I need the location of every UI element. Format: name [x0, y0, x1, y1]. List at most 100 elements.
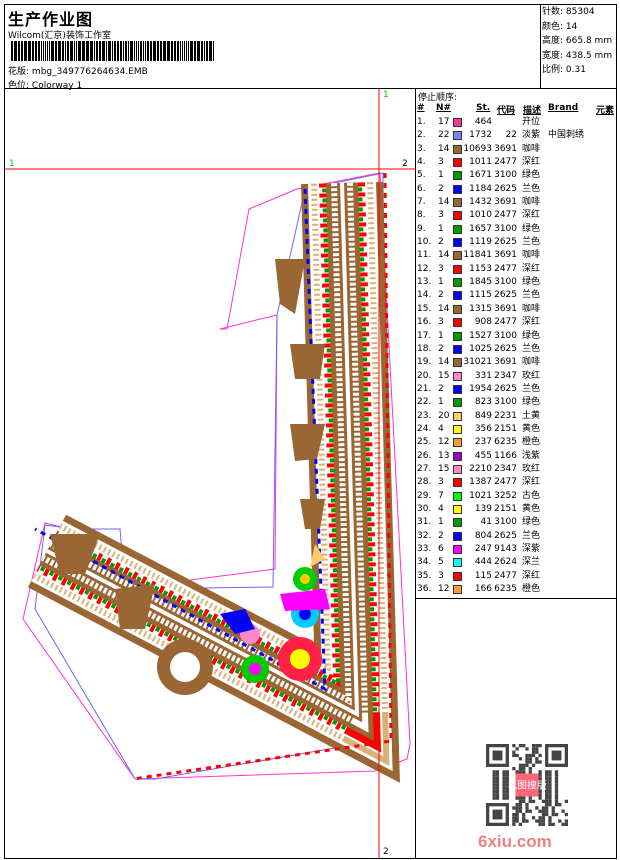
- marker-bottom: 2: [383, 847, 389, 857]
- col-code: 代码: [497, 106, 516, 116]
- color-description: 兰色: [522, 530, 541, 541]
- row-index: 26.: [417, 450, 432, 461]
- color-swatch: [453, 398, 462, 408]
- needle-number: 13: [438, 450, 450, 461]
- barcode-bar: [177, 41, 179, 61]
- stat-item: 颜色: 14: [542, 20, 616, 35]
- barcode-bar: [62, 41, 64, 61]
- color-description: 兰色: [522, 183, 541, 194]
- barcode-bar: [160, 41, 162, 61]
- barcode-bar: [96, 41, 98, 61]
- barcode-bar: [51, 41, 54, 61]
- thread-code: 3100: [494, 330, 517, 341]
- thread-code: 2477: [494, 157, 517, 168]
- lace-motifs: [50, 259, 325, 695]
- needle-number: 6: [438, 544, 444, 554]
- marker-top: 1: [383, 90, 389, 100]
- barcode-bar: [38, 41, 40, 61]
- thread-code: 3100: [494, 277, 517, 288]
- needle-number: 3: [438, 477, 444, 488]
- thread-code: 2625: [494, 237, 517, 248]
- thread-code: 2625: [494, 530, 517, 541]
- row-index: 2.: [417, 130, 426, 141]
- color-description: 绿色: [522, 517, 541, 528]
- barcode-bar: [24, 41, 27, 61]
- color-description: 黄色: [522, 423, 541, 434]
- color-swatch: [453, 211, 462, 221]
- color-swatch: [453, 424, 462, 434]
- barcode-bar: [49, 41, 50, 61]
- stitch-count: 444: [474, 557, 492, 568]
- needle-number: 3: [438, 263, 444, 274]
- needle-number: 3: [438, 570, 444, 581]
- needle-number: 1: [438, 223, 444, 234]
- col-index: #: [417, 103, 425, 113]
- thread-code: 3691: [494, 143, 517, 154]
- production-sheet: 生产作业图 Wilcom(汇京)装饰工作室 花版: mbg_3497762646…: [4, 4, 617, 859]
- barcode-bar: [125, 41, 127, 61]
- row-index: 7.: [417, 197, 426, 208]
- file-info: 花版: mbg_349776264634.EMB: [8, 64, 148, 77]
- barcode-bar: [11, 41, 13, 61]
- stitch-count: 2210: [469, 463, 492, 474]
- row-index: 18.: [417, 343, 432, 354]
- barcode-bar: [167, 41, 170, 61]
- color-description: 橙色: [522, 437, 541, 448]
- row-index: 5.: [417, 170, 426, 181]
- needle-number: 4: [438, 503, 444, 514]
- thread-code: 3252: [494, 490, 517, 501]
- stat-value: 85304: [565, 7, 595, 17]
- stitch-count: 139: [474, 503, 492, 514]
- barcode-bar: [94, 41, 95, 61]
- barcode-bar: [128, 41, 129, 61]
- barcode-bar: [190, 41, 193, 61]
- thread-code: 2625: [494, 183, 517, 194]
- barcode-bar: [78, 41, 81, 61]
- page-title: 生产作业图: [8, 10, 94, 29]
- barcode-bar: [138, 41, 139, 61]
- needle-number: 1: [438, 517, 444, 528]
- color-swatch: [453, 144, 462, 154]
- stitch-count: 1010: [469, 210, 492, 221]
- color-swatch: [453, 304, 462, 314]
- stitch-count: 166: [474, 584, 492, 595]
- color-description: 深红: [522, 570, 541, 581]
- barcode-bar: [67, 41, 69, 61]
- stitch-count: 1021: [469, 490, 492, 501]
- color-description: 浅紫: [522, 450, 541, 461]
- thread-code: 3100: [494, 223, 517, 234]
- barcode-bar: [99, 41, 101, 61]
- barcode-bar: [171, 41, 173, 61]
- barcode-bar: [147, 41, 149, 61]
- color-swatch: [453, 291, 462, 301]
- color-description: 深红: [522, 263, 541, 274]
- row-index: 22.: [417, 397, 432, 408]
- color-description: 咖啡: [522, 303, 541, 314]
- stitch-count: 1732: [469, 130, 492, 141]
- barcode-bar: [145, 41, 146, 61]
- needle-number: 15: [438, 370, 450, 381]
- needle-number: 12: [438, 437, 450, 448]
- barcode-bar: [120, 41, 122, 61]
- barcode-bar: [47, 41, 48, 61]
- thread-code: 2231: [494, 410, 517, 421]
- barcode-bar: [174, 41, 176, 61]
- row-index: 17.: [417, 330, 432, 341]
- barcode-bar: [82, 41, 85, 61]
- design-preview: 1 1 2 2: [5, 89, 415, 858]
- needle-number: 14: [438, 143, 450, 154]
- barcode-bar: [184, 41, 185, 61]
- stat-item: 高度: 665.8 mm: [542, 34, 616, 49]
